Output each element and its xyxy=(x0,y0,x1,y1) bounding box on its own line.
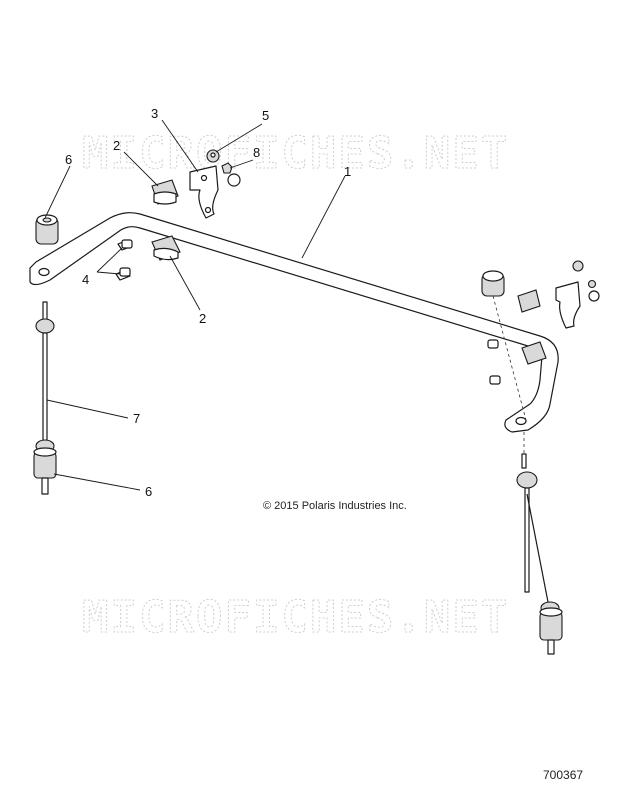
bolt-right-lower xyxy=(489,375,501,385)
bolt-lower xyxy=(115,267,131,281)
callout-6-upper: 6 xyxy=(65,152,72,167)
callout-5: 5 xyxy=(262,108,269,123)
callout-8: 8 xyxy=(253,145,260,160)
watermark-top: MICROFICHES.NET xyxy=(82,128,509,179)
nut-upper xyxy=(206,149,220,163)
figure-number: 700367 xyxy=(543,768,583,782)
watermark-bottom: MICROFICHES.NET xyxy=(82,592,509,643)
callout-7: 7 xyxy=(133,411,140,426)
bolt-upper xyxy=(117,239,133,251)
callout-6-lower: 6 xyxy=(145,484,152,499)
nut-right xyxy=(572,260,600,302)
bar-end-hole-right xyxy=(515,416,527,426)
copyright-notice: © 2015 Polaris Industries Inc. xyxy=(263,500,407,512)
link-rod-right xyxy=(516,453,563,655)
callout-4: 4 xyxy=(82,272,89,287)
bar-end-hole-left xyxy=(38,267,50,277)
bushing-block-lower xyxy=(151,235,181,261)
bushing-left-top xyxy=(35,214,59,245)
bushing-block-right-lower xyxy=(521,341,547,365)
bushing-block-upper xyxy=(151,179,179,205)
callout-2-lower: 2 xyxy=(199,311,206,326)
link-rod-left xyxy=(33,301,57,495)
bushing-right-top xyxy=(481,270,505,297)
callout-3: 3 xyxy=(151,106,158,121)
bushing-block-right xyxy=(517,289,541,313)
clamp-bracket xyxy=(189,165,219,219)
callout-1: 1 xyxy=(344,164,351,179)
stabilizer-bar xyxy=(29,212,559,433)
nut-small xyxy=(221,162,241,187)
callout-2-upper: 2 xyxy=(113,138,120,153)
bolt-right-upper xyxy=(487,339,499,349)
clamp-bracket-right xyxy=(555,281,581,329)
